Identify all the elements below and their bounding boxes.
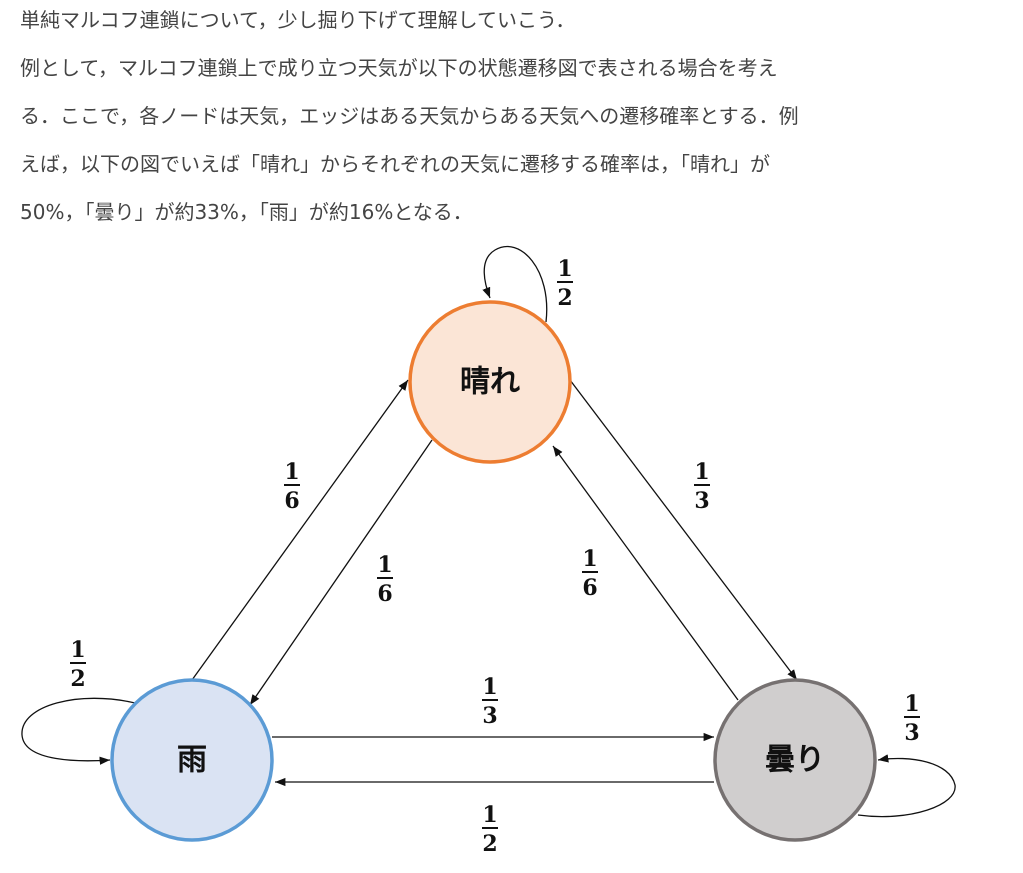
fraction-numerator: 1 xyxy=(377,552,392,578)
fraction-denominator: 3 xyxy=(482,703,497,729)
node-label: 雨 xyxy=(177,743,207,778)
edge-rain-self-loop xyxy=(21,697,136,765)
fraction-denominator: 3 xyxy=(694,488,709,514)
probability-label-sunny-to-cloudy: 13 xyxy=(694,459,710,514)
fraction-denominator: 2 xyxy=(482,831,497,857)
edge-cloudy-self-loop xyxy=(857,754,956,818)
fraction-numerator: 1 xyxy=(482,802,497,828)
probability-label-rain-to-rain: 12 xyxy=(70,637,86,692)
paragraph-line: 50%，「曇り」が約33%，「雨」が約16%となる． xyxy=(20,200,473,224)
fraction-numerator: 1 xyxy=(904,691,919,717)
fraction-denominator: 2 xyxy=(557,285,572,311)
node-cloudy: 曇り xyxy=(713,678,877,842)
edge-sunny-self-loop xyxy=(482,245,548,323)
node-label: 曇り xyxy=(765,743,825,778)
probability-label-sunny-to-sunny: 12 xyxy=(557,256,573,311)
node-rain: 雨 xyxy=(110,678,274,842)
fraction-denominator: 3 xyxy=(904,720,919,746)
node-label: 晴れ xyxy=(460,365,520,400)
probability-label-rain-to-cloudy: 13 xyxy=(482,674,498,729)
probability-label-cloudy-to-cloudy: 13 xyxy=(904,691,920,746)
paragraph-line: る．ここで，各ノードは天気，エッジはある天気からある天気への遷移確率とする．例 xyxy=(20,104,799,128)
fraction-numerator: 1 xyxy=(284,459,299,485)
edge-cloudy-to-sunny xyxy=(552,445,739,701)
intro-text: 単純マルコフ連鎖について，少し掘り下げて理解していこう． 例として，マルコフ連鎖… xyxy=(20,0,1010,240)
fraction-denominator: 6 xyxy=(377,581,392,607)
fraction-numerator: 1 xyxy=(482,674,497,700)
probability-label-cloudy-to-sunny: 16 xyxy=(582,546,598,601)
paragraph-line: 単純マルコフ連鎖について，少し掘り下げて理解していこう． xyxy=(20,8,576,32)
edge-rain-to-sunny xyxy=(191,379,409,681)
fraction-denominator: 2 xyxy=(70,666,85,692)
edge-sunny-to-cloudy xyxy=(569,379,798,681)
fraction-numerator: 1 xyxy=(557,256,572,282)
probability-label-sunny-to-rain: 16 xyxy=(377,552,393,607)
node-sunny: 晴れ xyxy=(408,300,572,464)
paragraph-line: えば，以下の図でいえば「晴れ」からそれぞれの天気に遷移する確率は，「晴れ」が xyxy=(20,152,770,176)
fraction-numerator: 1 xyxy=(582,546,597,572)
probability-label-rain-to-sunny: 16 xyxy=(284,459,300,514)
fraction-numerator: 1 xyxy=(70,637,85,663)
probability-label-cloudy-to-rain: 12 xyxy=(482,802,498,857)
edge-sunny-to-rain xyxy=(249,439,433,706)
paragraph-line: 例として，マルコフ連鎖上で成り立つ天気が以下の状態遷移図で表される場合を考え xyxy=(20,56,778,80)
fraction-numerator: 1 xyxy=(694,459,709,485)
fraction-denominator: 6 xyxy=(582,575,597,601)
fraction-denominator: 6 xyxy=(284,488,299,514)
